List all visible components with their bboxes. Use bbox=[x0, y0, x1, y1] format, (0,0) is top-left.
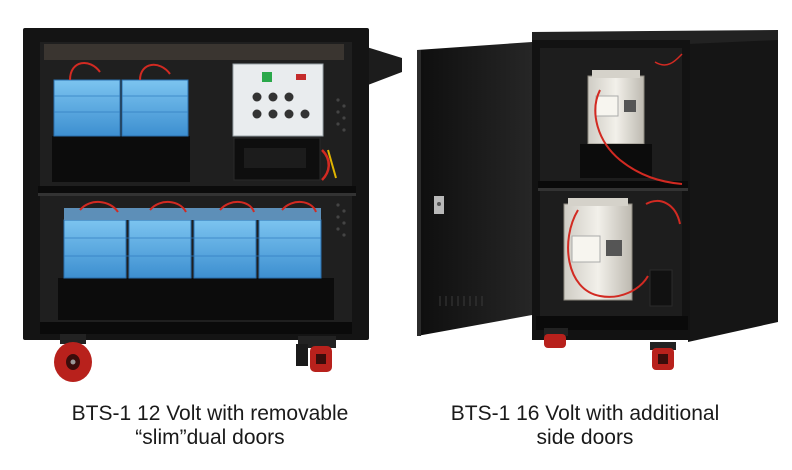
left-product-caption: BTS-1 12 Volt with removable “slim”dual … bbox=[40, 402, 380, 450]
panel-buttons bbox=[252, 92, 310, 119]
slim-door-flap bbox=[360, 45, 402, 88]
indicator-light bbox=[296, 74, 306, 80]
open-side-door bbox=[417, 42, 532, 336]
upper-battery bbox=[587, 70, 645, 145]
right-cabinet bbox=[417, 30, 778, 370]
caster-wheel-left bbox=[544, 328, 568, 348]
caption-line: “slim”dual doors bbox=[135, 426, 285, 449]
battery-unit bbox=[63, 219, 127, 279]
battery-unit bbox=[258, 219, 322, 279]
caption-line: BTS-1 12 Volt with removable bbox=[71, 402, 349, 425]
lower-battery-row bbox=[63, 208, 322, 279]
caster-wheel-right bbox=[296, 336, 336, 372]
caster-wheel-right bbox=[650, 342, 676, 370]
cabinet-side-panel bbox=[688, 36, 778, 342]
battery-unit bbox=[121, 79, 189, 137]
left-cabinet bbox=[23, 28, 402, 382]
caption-line: side doors bbox=[536, 426, 634, 449]
middle-shelf bbox=[538, 181, 688, 189]
battery-unit bbox=[53, 79, 121, 137]
caption-line: BTS-1 16 Volt with additional bbox=[450, 402, 720, 425]
caster-wheel-left bbox=[54, 334, 92, 382]
cabinet-base bbox=[40, 322, 352, 334]
battery-unit bbox=[193, 219, 257, 279]
battery-unit bbox=[128, 219, 192, 279]
upper-battery-row bbox=[53, 79, 189, 137]
power-switch bbox=[262, 72, 272, 82]
cabinet-base bbox=[536, 316, 688, 330]
control-panel bbox=[232, 63, 324, 137]
right-product-caption: BTS-1 16 Volt with additional side doors bbox=[415, 402, 755, 450]
lower-battery bbox=[563, 198, 633, 301]
middle-shelf bbox=[38, 186, 356, 194]
